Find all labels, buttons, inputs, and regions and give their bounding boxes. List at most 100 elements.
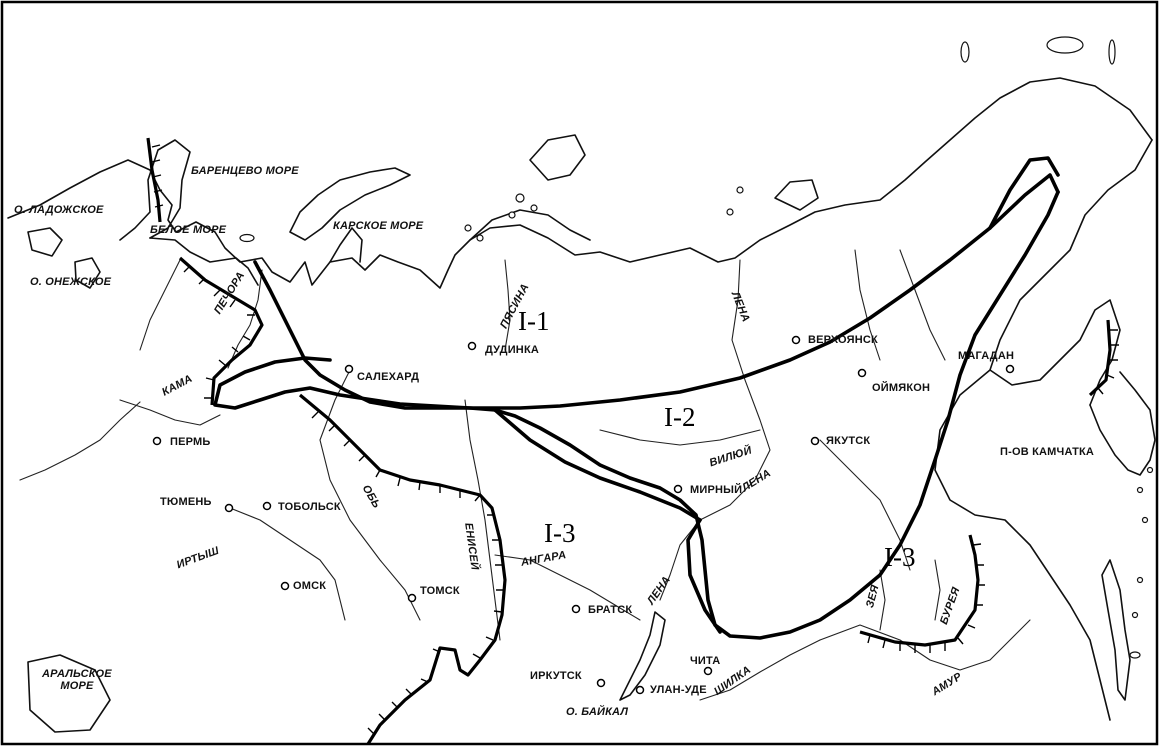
- city-marker-bratsk: [571, 604, 581, 614]
- city-label-dudinka: ДУДИНКА: [485, 344, 539, 356]
- zone-northeast-link: [988, 156, 1060, 230]
- novaya-zemlya: [289, 167, 411, 241]
- lena-river: [659, 259, 771, 601]
- sea-label-white: БЕЛОЕ МОРЕ: [150, 224, 227, 236]
- city-label-yakutsk: ЯКУТСК: [826, 435, 871, 447]
- zone-boundaries: [213, 156, 1060, 640]
- hatch-siberia: [298, 393, 507, 745]
- volga-river: [19, 401, 141, 481]
- city-marker-yakutsk: [810, 436, 820, 446]
- city-marker-ulan-ude: [635, 685, 645, 695]
- pyasina-river: [504, 259, 511, 351]
- city-label-mirny: МИРНЫЙ: [690, 484, 743, 496]
- island: [1136, 576, 1144, 584]
- city-label-tobolsk: ТОБОЛЬСК: [278, 501, 341, 513]
- zone-label-i3-east: I-3: [884, 542, 916, 572]
- city-marker-tyumen: [224, 503, 234, 513]
- city-marker-mirny: [673, 484, 683, 494]
- rivers: [19, 249, 1031, 701]
- city-markers: [152, 335, 1015, 695]
- island: [1131, 611, 1139, 619]
- city-marker-tobolsk: [262, 501, 272, 511]
- city-label-chita: ЧИТА: [690, 655, 721, 667]
- kama-river: [119, 399, 221, 426]
- east-coast: [989, 139, 1153, 406]
- sakhalin: [1101, 559, 1131, 701]
- sea-label-barents: БАРЕНЦЕВО МОРЕ: [191, 165, 299, 177]
- vilyuy-river: [599, 429, 761, 446]
- amur-river: [819, 619, 1031, 671]
- island: [530, 204, 538, 212]
- island: [1146, 466, 1154, 474]
- zone-i3-tail: [686, 518, 722, 634]
- aral-sea: [27, 654, 111, 733]
- city-marker-dudinka: [467, 341, 477, 351]
- hatch-amur: [859, 534, 980, 647]
- island: [476, 234, 484, 242]
- hatch-pechora: [178, 256, 264, 406]
- city-label-bratsk: БРАТСК: [588, 604, 633, 616]
- ob-river: [319, 369, 421, 621]
- city-marker-tomsk: [407, 593, 417, 603]
- city-label-ulan-ude: УЛАН-УДЕ: [650, 684, 707, 696]
- city-label-perm: ПЕРМЬ: [170, 436, 211, 448]
- city-label-omsk: ОМСК: [293, 580, 327, 592]
- okhotsk-coast: [934, 369, 1111, 721]
- indigirka-river: [854, 249, 881, 361]
- peninsula-label-kamchatka: П-ОВ КАМЧАТКА: [1000, 446, 1095, 458]
- hatch-kola: [146, 137, 162, 223]
- lake-onega: [74, 257, 101, 289]
- lake-label-baikal: О. БАЙКАЛ: [566, 706, 629, 718]
- city-label-verkhoyansk: ВЕРХОЯНСК: [808, 334, 878, 346]
- island: [515, 193, 525, 203]
- island: [508, 211, 516, 219]
- city-label-oymyakon: ОЙМЯКОН: [872, 382, 931, 394]
- sea-label-aral: АРАЛЬСКОЕ МОРЕ: [42, 668, 112, 692]
- city-label-tyumen: ТЮМЕНЬ: [160, 496, 212, 508]
- yenisei-river: [464, 399, 501, 641]
- city-marker-salekhard: [344, 364, 354, 374]
- city-marker-omsk: [280, 581, 290, 591]
- city-marker-magadan: [1005, 364, 1015, 374]
- lake-label-onega: О. ОНЕЖСКОЕ: [30, 276, 112, 288]
- hatch-ticks: [151, 144, 1119, 735]
- city-marker-verkhoyansk: [791, 335, 801, 345]
- hatch-kamchatka: [1088, 319, 1112, 397]
- zone-i1-boundary: [253, 173, 1060, 410]
- severnaya-zemlya: [529, 134, 586, 181]
- sea-label-kara: КАРСКОЕ МОРЕ: [333, 220, 424, 232]
- kola-coast: [119, 139, 191, 241]
- island: [1141, 516, 1149, 524]
- lake-label-ladoga: О. ЛАДОЖСКОЕ: [14, 204, 104, 216]
- island: [1136, 486, 1144, 494]
- sea-label-aral-line1: АРАЛЬСКОЕ: [42, 668, 112, 680]
- white-sea-coast: [149, 237, 259, 286]
- zone-i2-boundary: [493, 190, 1060, 640]
- aldan-river: [819, 439, 911, 571]
- city-marker-oymyakon: [857, 368, 867, 378]
- city-marker-chita: [703, 666, 713, 676]
- zone-inner-boundary: [493, 408, 702, 522]
- island: [464, 224, 472, 232]
- island: [1108, 39, 1116, 65]
- zone-label-i3-west: I-3: [544, 518, 576, 548]
- city-label-magadan: МАГАДАН: [958, 350, 1015, 362]
- zone-label-i2: I-2: [664, 402, 696, 432]
- pechora-river: [227, 269, 263, 369]
- island: [960, 41, 970, 63]
- bureya-river: [934, 559, 941, 621]
- arctic-coastline: [7, 77, 1153, 289]
- irtysh-river: [229, 507, 346, 621]
- city-label-irkutsk: ИРКУТСК: [530, 670, 582, 682]
- shilka-river: [699, 639, 821, 701]
- lake-baikal: [619, 611, 666, 701]
- northern-dvina-river: [139, 259, 181, 351]
- kamchatka-coast: [1089, 371, 1156, 476]
- angara-river: [494, 554, 641, 621]
- city-marker-perm: [152, 436, 162, 446]
- island: [1046, 36, 1084, 54]
- island: [239, 233, 255, 243]
